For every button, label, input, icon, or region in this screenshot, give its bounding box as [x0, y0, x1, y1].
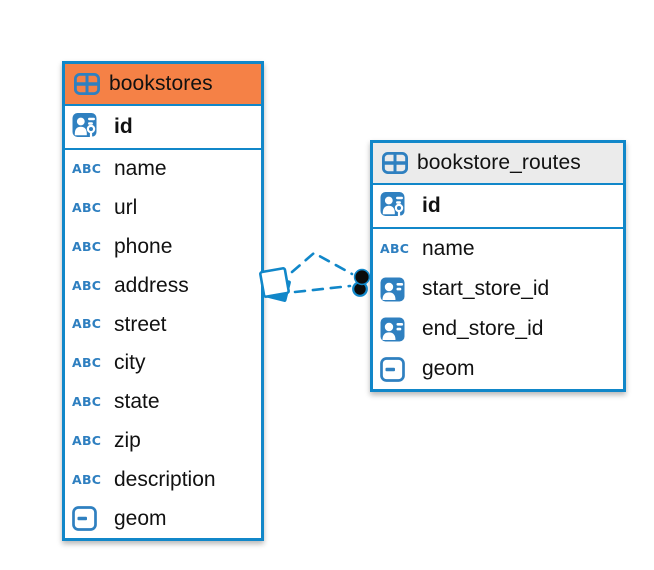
column-row[interactable]: start_store_id [373, 269, 623, 309]
column-name: description [114, 467, 216, 491]
text-type-icon: ABC [72, 471, 102, 487]
column-name: url [114, 196, 138, 220]
column-name: street [114, 312, 167, 336]
text-type-icon: ABC [72, 238, 102, 254]
column-list: ABC name start_store_id [373, 229, 623, 389]
table-title: bookstore_routes [417, 151, 581, 174]
column-list: ABC name ABC url ABC phone ABC address A… [65, 150, 261, 538]
table-icon [382, 152, 408, 174]
table-bookstore-routes[interactable]: bookstore_routes id ABC name [370, 140, 626, 392]
column-row[interactable]: end_store_id [373, 309, 623, 349]
column-name: city [114, 351, 146, 375]
relation-diamond-marker[interactable] [259, 267, 291, 302]
reference-type-icon [380, 317, 405, 341]
text-type-icon: ABC [72, 355, 102, 371]
column-row[interactable]: ABC url [65, 189, 261, 228]
column-name: geom [114, 506, 167, 530]
text-type-icon: ABC [380, 240, 410, 256]
text-type-icon: ABC [72, 393, 102, 409]
reference-type-icon [380, 277, 405, 301]
table-bookstores[interactable]: bookstores id ABC name [62, 61, 264, 541]
column-row[interactable]: ABC description [65, 460, 261, 499]
column-row[interactable]: ABC zip [65, 422, 261, 461]
primary-key-icon [72, 113, 97, 140]
column-row[interactable]: geom [65, 499, 261, 538]
primary-key-icon [380, 192, 405, 219]
text-type-icon: ABC [72, 316, 102, 332]
text-type-icon: ABC [72, 199, 102, 215]
column-name: zip [114, 428, 141, 452]
primary-key-row[interactable]: id [373, 185, 623, 229]
relation-dashed-lines[interactable] [290, 251, 354, 294]
dot-lower [352, 281, 368, 297]
geometry-type-icon [380, 356, 405, 382]
column-name: end_store_id [422, 317, 544, 340]
column-name: id [114, 115, 133, 138]
column-name: name [422, 237, 475, 260]
column-row[interactable]: geom [373, 349, 623, 389]
table-header[interactable]: bookstore_routes [373, 143, 623, 185]
primary-key-row[interactable]: id [65, 106, 261, 150]
text-type-icon: ABC [72, 432, 102, 448]
column-row[interactable]: ABC name [373, 229, 623, 269]
table-title: bookstores [109, 72, 213, 95]
dot-upper [353, 268, 371, 286]
column-name: id [422, 194, 441, 217]
column-name: phone [114, 234, 173, 258]
relation-line[interactable] [293, 284, 352, 294]
column-name: geom [422, 357, 475, 380]
table-icon [74, 73, 100, 95]
column-name: start_store_id [422, 277, 550, 300]
column-row[interactable]: ABC address [65, 266, 261, 305]
text-type-icon: ABC [72, 161, 102, 177]
table-header[interactable]: bookstores [65, 64, 261, 106]
relation-dot-marker[interactable] [352, 268, 371, 297]
column-row[interactable]: ABC state [65, 383, 261, 422]
column-row[interactable]: ABC street [65, 305, 261, 344]
relation-line[interactable] [290, 251, 354, 276]
column-name: state [114, 390, 160, 414]
geometry-type-icon [72, 506, 97, 531]
column-name: name [114, 157, 167, 181]
column-row[interactable]: ABC name [65, 150, 261, 189]
diamond-back [265, 276, 291, 302]
column-row[interactable]: ABC phone [65, 228, 261, 267]
column-name: address [114, 273, 189, 297]
column-row[interactable]: ABC city [65, 344, 261, 383]
diamond-front [259, 267, 290, 298]
text-type-icon: ABC [72, 277, 102, 293]
